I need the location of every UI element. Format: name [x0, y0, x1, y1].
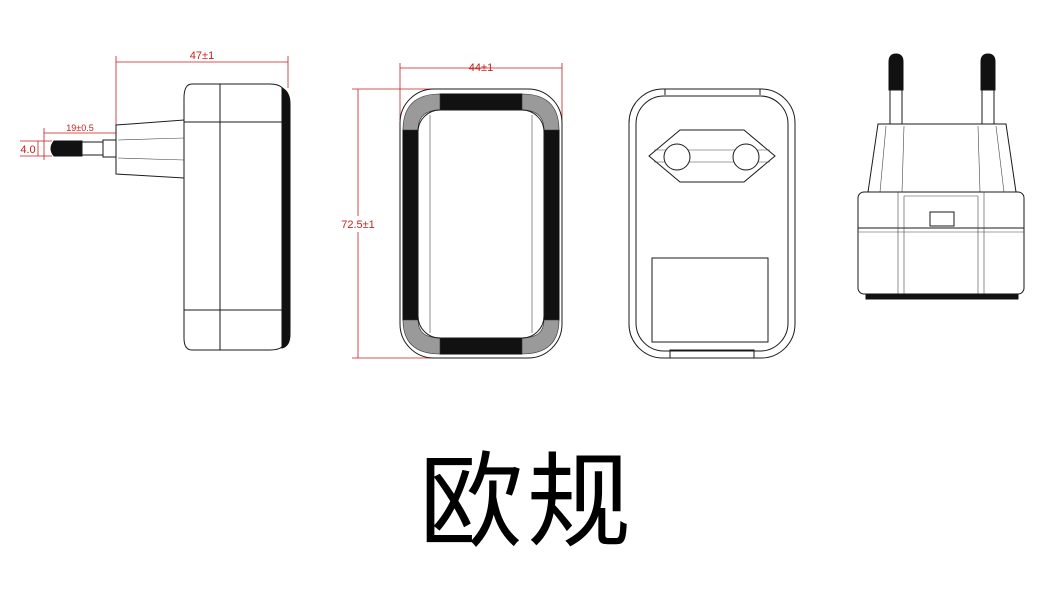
front-width-label: 44±1	[469, 62, 493, 74]
pin-left-shaft	[889, 89, 903, 127]
frame-corner-br	[521, 319, 560, 355]
top-view	[857, 53, 1025, 300]
socket-hole-left	[663, 143, 691, 171]
pin-shaft	[81, 141, 105, 156]
pin-left-tip	[888, 53, 904, 91]
top-notch	[929, 211, 955, 227]
face-outer	[628, 88, 796, 359]
frame-inner	[417, 109, 545, 339]
caption-title: 欧规	[418, 441, 635, 563]
frame-left-bar	[402, 129, 419, 321]
socket-hole-right	[732, 143, 760, 171]
side-back-edge	[281, 87, 291, 349]
top-bottom-edge	[865, 293, 1019, 300]
top-collar	[867, 123, 1017, 193]
pin-base	[115, 119, 185, 179]
frame-right-bar	[543, 129, 560, 321]
side-view: 47±1 19±0.5 4.0	[20, 50, 291, 351]
top-body	[857, 191, 1025, 295]
pin-diameter-label: 4.0	[20, 144, 35, 156]
side-width-label: 47±1	[190, 50, 214, 62]
pin-right-tip	[980, 53, 996, 91]
pin-right-shaft	[981, 89, 995, 127]
frame-corner-bl	[402, 319, 441, 355]
pin-length-label: 19±0.5	[66, 123, 93, 133]
frame-corner-tr	[521, 93, 560, 131]
front-frame-view: 44±1 72.5±1	[336, 62, 563, 359]
pin-tip	[50, 140, 83, 157]
frame-bottom-bar	[439, 337, 523, 355]
front-height-label: 72.5±1	[341, 219, 375, 231]
label-area	[651, 257, 769, 343]
frame-top-bar	[439, 93, 523, 111]
plug-face-view	[628, 88, 796, 359]
frame-corner-tl	[402, 93, 441, 131]
